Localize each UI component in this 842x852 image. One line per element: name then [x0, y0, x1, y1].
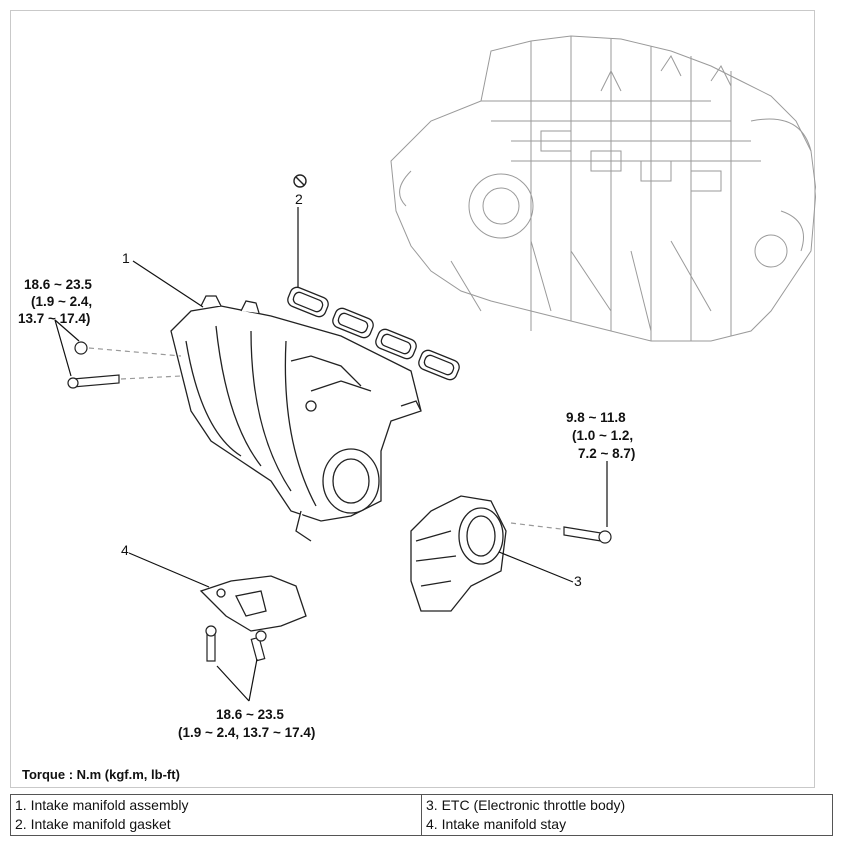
etc-throttle-body [410, 495, 507, 612]
leader-lines [54, 207, 608, 702]
torque-etc-line2: (1.0 ~ 1.2, [572, 428, 633, 443]
torque-manifold-line3: 13.7 ~ 17.4) [18, 311, 90, 326]
callout-4: 4 [121, 542, 129, 558]
circle-slash-icon [293, 174, 307, 188]
callout-1: 1 [122, 250, 130, 266]
torque-etc-line3: 7.2 ~ 8.7) [578, 446, 635, 461]
torque-stay-line2: (1.9 ~ 2.4, 13.7 ~ 17.4) [178, 725, 315, 740]
torque-manifold-line1: 18.6 ~ 23.5 [24, 277, 92, 292]
legend-column-right: 3. ETC (Electronic throttle body) 4. Int… [421, 794, 833, 836]
intake-manifold-stay [199, 575, 307, 632]
legend-row: 1. Intake manifold assembly 2. Intake ma… [10, 794, 833, 836]
parts-legend: 1. Intake manifold assembly 2. Intake ma… [10, 794, 833, 836]
torque-stay-line1: 18.6 ~ 23.5 [216, 707, 284, 722]
torque-unit-note: Torque : N.m (kgf.m, lb-ft) [22, 767, 180, 782]
legend-item: 1. Intake manifold assembly [15, 797, 189, 813]
intake-manifold-assembly [170, 295, 422, 542]
intake-manifold-gaskets [287, 286, 460, 381]
legend-item: 4. Intake manifold stay [426, 816, 567, 832]
exploded-view-diagram: 1 2 3 4 18.6 ~ 23.5 (1.9 ~ 2.4, 13.7 ~ 1… [18, 35, 816, 740]
legend-column-left: 1. Intake manifold assembly 2. Intake ma… [10, 794, 422, 836]
callout-2: 2 [295, 191, 303, 207]
manifold-fasteners [67, 341, 182, 389]
legend-item: 3. ETC (Electronic throttle body) [426, 797, 626, 813]
callout-3: 3 [574, 573, 582, 589]
stay-bolts [205, 625, 267, 662]
diagram-frame: 1 2 3 4 18.6 ~ 23.5 (1.9 ~ 2.4, 13.7 ~ 1… [10, 10, 816, 788]
legend-item: 2. Intake manifold gasket [15, 816, 171, 832]
torque-manifold-line2: (1.9 ~ 2.4, [31, 294, 92, 309]
etc-bolt [510, 522, 612, 544]
torque-etc-line1: 9.8 ~ 11.8 [566, 410, 626, 425]
engine-block-illustration [390, 35, 816, 342]
